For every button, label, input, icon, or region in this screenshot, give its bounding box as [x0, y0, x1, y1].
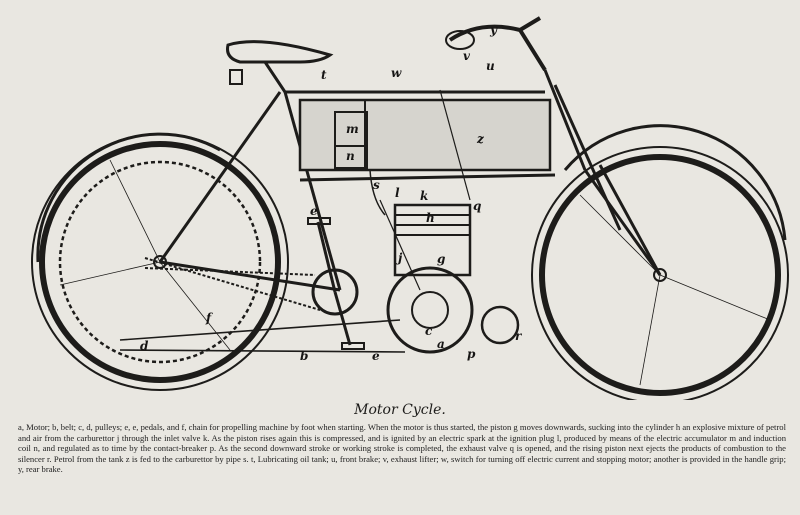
label-c: c: [425, 324, 433, 338]
chain: [144, 257, 321, 311]
handlebar: [448, 16, 547, 72]
label-e-lower: e: [372, 349, 380, 363]
label-p: p: [467, 347, 476, 361]
label-v: v: [463, 49, 471, 63]
label-k: k: [420, 189, 428, 203]
motorcycle-diagram: d b f e e c a p r g h j k l q s m n z t …: [31, 16, 789, 400]
frame: [158, 69, 662, 292]
label-t: t: [321, 68, 327, 82]
front-wheel: [531, 146, 789, 400]
label-a: a: [437, 337, 445, 351]
label-q: q: [473, 199, 481, 213]
label-s: s: [373, 178, 380, 192]
figure-caption: a, Motor; b, belt; c, d, pulleys; e, e, …: [18, 422, 786, 475]
rear-mudguard: [36, 132, 221, 263]
belt: [119, 319, 406, 353]
chain-sprocket: [311, 268, 359, 316]
label-z: z: [476, 132, 485, 146]
label-l: l: [395, 186, 400, 200]
figure-title: Motor Cycle.: [354, 402, 446, 418]
label-d: d: [140, 339, 149, 353]
saddle: [226, 40, 334, 64]
label-y: y: [489, 23, 498, 37]
label-b: b: [300, 349, 308, 363]
engine: [386, 203, 520, 354]
label-r: r: [515, 329, 523, 343]
petrol-tank: [298, 98, 552, 172]
label-w: w: [391, 66, 402, 80]
label-n: n: [346, 149, 355, 163]
label-h: h: [426, 211, 435, 225]
front-mudguard: [563, 124, 787, 241]
label-e-upper: e: [310, 204, 318, 218]
label-g: g: [437, 252, 445, 266]
label-m: m: [346, 122, 359, 136]
label-j: j: [396, 251, 403, 265]
label-u: u: [486, 59, 495, 73]
label-f: f: [205, 311, 213, 325]
